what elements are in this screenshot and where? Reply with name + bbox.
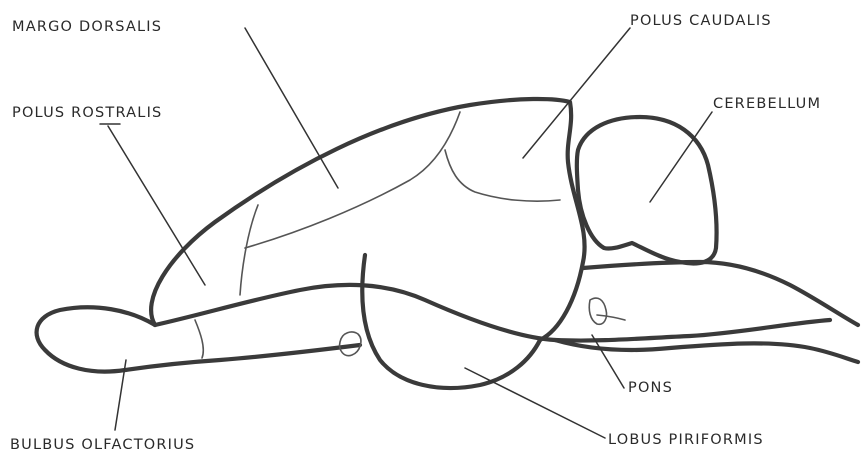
sulcus-frontal <box>240 205 258 295</box>
cerebellum-outline <box>577 117 717 263</box>
ventral-border <box>155 285 830 341</box>
leader-margo-dorsalis <box>245 28 338 188</box>
brainstem-lower-border <box>555 340 858 362</box>
label-polus-rostralis: POLUS ROSTRALIS <box>12 105 162 121</box>
nervus-trigeminus-stub <box>597 315 625 320</box>
leader-pons <box>592 335 624 388</box>
cerebrum-outline <box>151 99 585 340</box>
label-lobus-piriformis: LOBUS PIRIFORMIS <box>608 432 764 448</box>
label-bulbus-olfactorius: BULBUS OLFACTORIUS <box>10 437 195 453</box>
sulcus-bulb <box>195 320 203 358</box>
sulcus-caudal <box>445 150 560 201</box>
label-margo-dorsalis: MARGO DORSALIS <box>12 19 162 35</box>
label-polus-caudalis: POLUS CAUDALIS <box>630 13 772 29</box>
bulbus-olfactorius-outline <box>37 307 360 371</box>
leader-polus-rostralis <box>100 124 205 285</box>
nervus-trigeminus <box>589 298 606 324</box>
label-cerebellum: CEREBELLUM <box>713 96 821 112</box>
leader-polus-caudalis <box>523 28 630 158</box>
label-pons: PONS <box>628 380 673 396</box>
leader-lobus-piriformis <box>465 368 605 438</box>
brainstem-upper-border <box>583 262 858 325</box>
lobus-piriformis-outline <box>362 255 540 388</box>
